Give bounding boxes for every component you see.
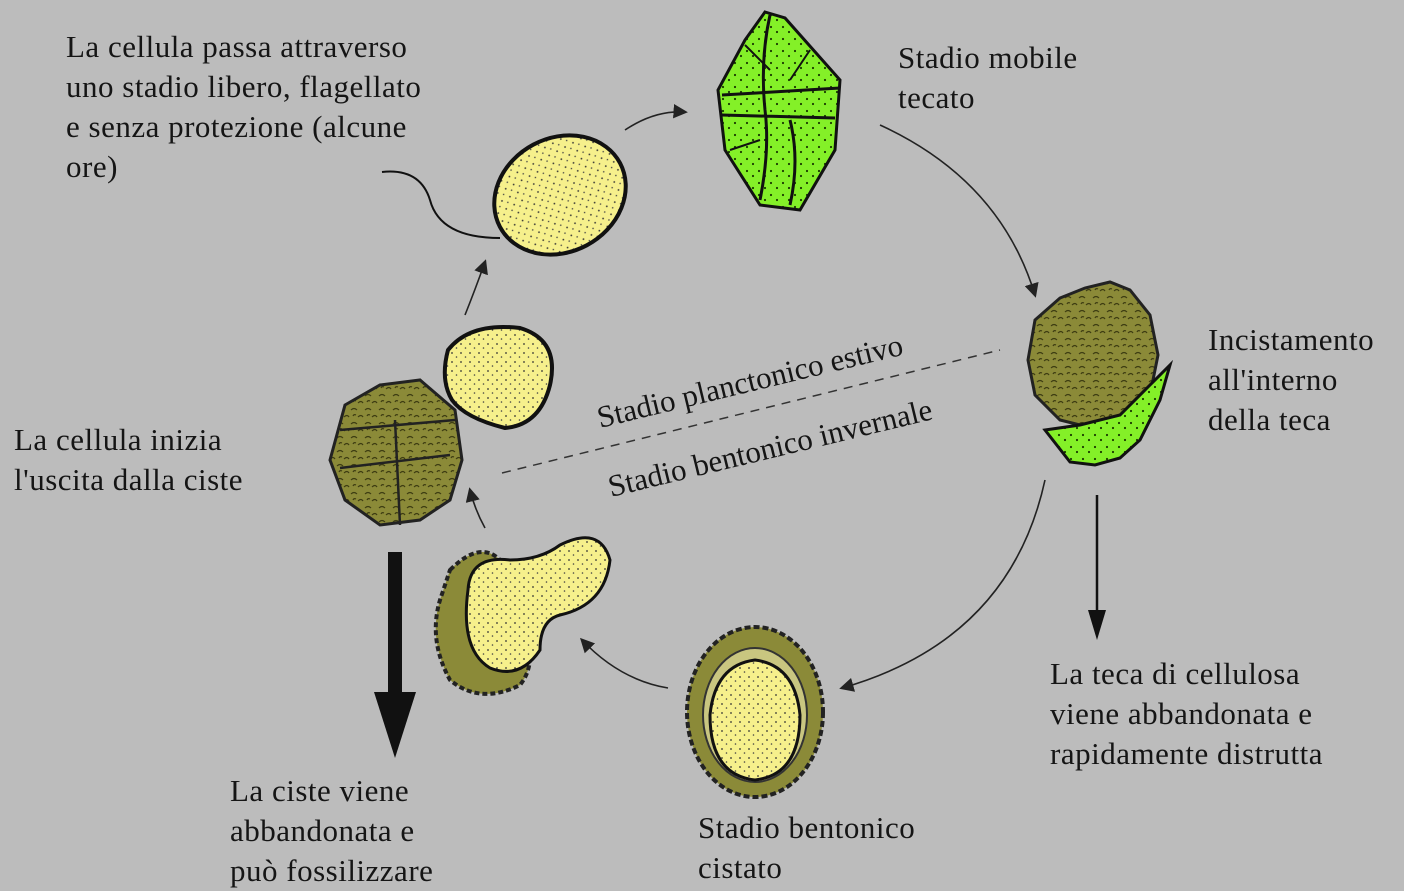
label-line: uno stadio libero, flagellato bbox=[66, 69, 422, 104]
label-benthic-cyst: Stadio bentonico cistato bbox=[698, 808, 915, 888]
label-line: cistato bbox=[698, 850, 783, 885]
label-line: ore) bbox=[66, 149, 118, 184]
cycle-arrows bbox=[464, 104, 1046, 692]
label-line: La cellula inizia bbox=[14, 422, 223, 457]
label-line: Stadio mobile bbox=[898, 40, 1078, 75]
label-line: La cellula passa attraverso bbox=[66, 29, 408, 64]
label-line: e senza protezione (alcune bbox=[66, 109, 407, 144]
label-line: Incistamento bbox=[1208, 322, 1375, 357]
empty-cyst bbox=[328, 378, 464, 527]
flagellum bbox=[381, 170, 501, 239]
season-divider-line bbox=[501, 349, 1001, 474]
motile-thecate-cell bbox=[716, 10, 842, 212]
fossilization-arrow bbox=[374, 552, 416, 758]
encysting-cell-in-theca bbox=[1026, 280, 1174, 467]
label-line: all'interno bbox=[1208, 362, 1338, 397]
label-encystment: Incistamento all'interno della teca bbox=[1208, 320, 1374, 440]
theca-destroyed-arrow bbox=[1088, 495, 1106, 640]
flagellated-naked-cell bbox=[381, 133, 628, 257]
label-line: tecato bbox=[898, 80, 976, 115]
excysting-cell bbox=[433, 536, 612, 696]
arrow-to-encystment bbox=[879, 124, 1039, 298]
arrow-to-benthic-cyst bbox=[839, 479, 1046, 692]
label-line: La teca di cellulosa bbox=[1050, 656, 1301, 691]
label-line: viene abbandonata e bbox=[1050, 696, 1313, 731]
label-line: abbandonata e bbox=[230, 813, 415, 848]
arrow-to-exit-stage bbox=[465, 487, 486, 529]
label-line: Stadio bentonico bbox=[698, 810, 916, 845]
label-cyst-exit: La cellula inizia l'uscita dalla ciste bbox=[14, 420, 243, 500]
label-line: rapidamente distrutta bbox=[1050, 736, 1324, 771]
label-line: l'uscita dalla ciste bbox=[14, 462, 244, 497]
label-theca-abandoned: La teca di cellulosa viene abbandonata e… bbox=[1050, 654, 1323, 774]
label-cyst-abandoned: La ciste viene abbandonata e può fossili… bbox=[230, 771, 433, 891]
label-line: può fossilizzare bbox=[230, 853, 434, 888]
benthic-cyst bbox=[685, 625, 825, 799]
label-flagellated-stage: La cellula passa attraverso uno stadio l… bbox=[66, 27, 421, 187]
arrow-to-mobile-stage bbox=[624, 104, 688, 131]
label-mobile-stage: Stadio mobile tecato bbox=[898, 38, 1078, 118]
label-line: della teca bbox=[1208, 402, 1331, 437]
arrow-to-naked-cell bbox=[464, 259, 488, 316]
arrow-to-excystment bbox=[580, 637, 669, 689]
label-line: La ciste viene bbox=[230, 773, 410, 808]
emerging-cell bbox=[442, 324, 554, 431]
